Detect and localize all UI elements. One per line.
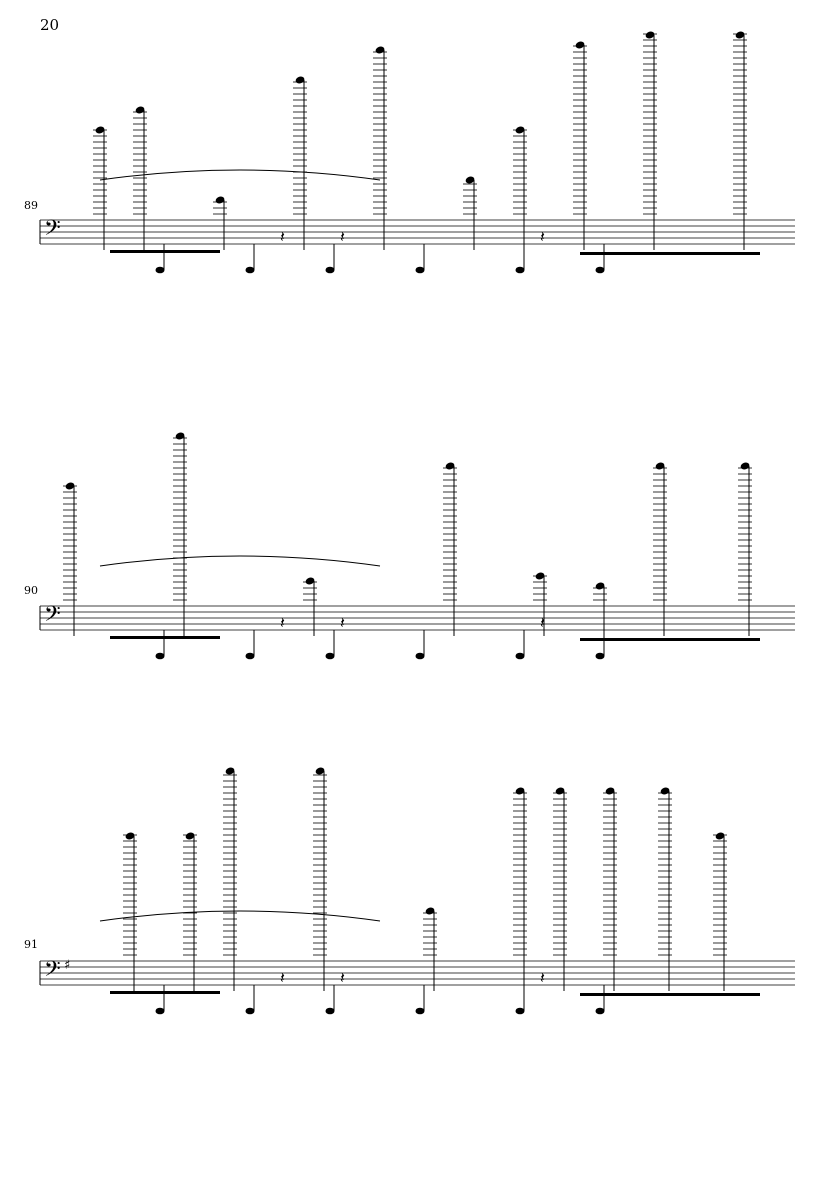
quarter-rest-icon: 𝄽 [540,968,545,987]
beam [110,250,220,253]
notehead [415,652,425,660]
notehead [595,1007,605,1015]
quarter-rest-icon: 𝄽 [280,968,285,987]
notehead [245,266,255,274]
tie [99,169,381,181]
notehead [325,652,335,660]
notehead [415,1007,425,1015]
quarter-rest-icon: 𝄽 [540,613,545,632]
beam [110,636,220,639]
quarter-rest-icon: 𝄽 [340,613,345,632]
measure-number-90: 90 [24,584,38,597]
bass-clef-icon: 𝄢 [44,216,61,246]
notehead [515,266,525,274]
quarter-rest-icon: 𝄽 [280,227,285,246]
notehead [465,176,475,184]
notehead [595,652,605,660]
beam [580,252,760,255]
notehead [245,652,255,660]
tie [99,910,381,922]
quarter-rest-icon: 𝄽 [540,227,545,246]
bass-clef-icon: 𝄢 [44,602,61,632]
notehead [185,832,195,840]
notehead [155,266,165,274]
notehead [155,652,165,660]
notehead [155,1007,165,1015]
beam [580,993,760,996]
notehead [125,832,135,840]
notehead [315,767,325,775]
tie [99,555,381,567]
notehead [645,31,655,39]
quarter-rest-icon: 𝄽 [340,968,345,987]
notehead [325,266,335,274]
notehead [325,1007,335,1015]
beam [110,991,220,994]
notehead [715,832,725,840]
notehead [515,1007,525,1015]
measure-number-91: 91 [24,938,38,951]
key-signature-sharp-icon: ♯ [64,958,70,973]
notehead [735,31,745,39]
quarter-rest-icon: 𝄽 [340,227,345,246]
notehead [225,767,235,775]
measure-number-89: 89 [24,199,38,212]
notehead [515,652,525,660]
bass-clef-icon: 𝄢 [44,957,61,987]
notehead [305,577,315,585]
notehead [595,266,605,274]
beam [580,638,760,641]
notehead [575,41,585,49]
page-number: 20 [40,16,60,34]
quarter-rest-icon: 𝄽 [280,613,285,632]
notehead [245,1007,255,1015]
notehead [415,266,425,274]
